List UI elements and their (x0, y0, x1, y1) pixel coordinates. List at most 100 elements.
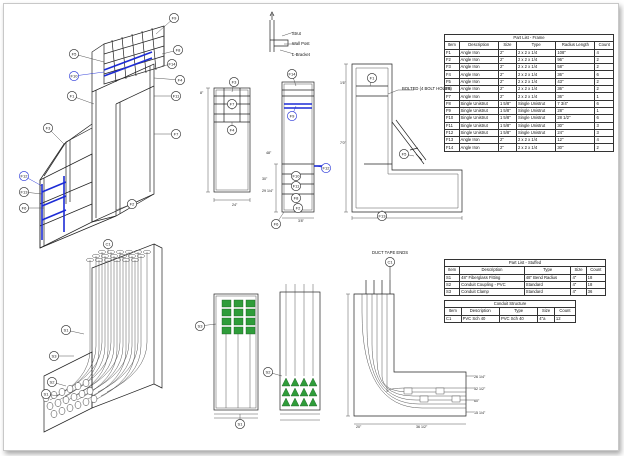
conduit-clamp (419, 395, 429, 403)
balloon-label: F7 (230, 101, 235, 106)
frame-table-header-cell: Item (444, 41, 460, 50)
frame-table-cell: F4 (444, 70, 460, 79)
balloon-label: F13 (21, 189, 29, 194)
conduit-front-end (58, 407, 66, 415)
stuffed-side-dims (346, 293, 474, 425)
frame-table-cell: 6 (594, 99, 614, 108)
frame-table-cell: 1 5/8" (497, 114, 517, 123)
bend-conduit (361, 294, 466, 409)
stuffed-isometric-view (43, 243, 163, 433)
frame-table-cell: 3 (594, 121, 614, 130)
balloon-label: F5 (402, 151, 407, 156)
balloon-circle (195, 321, 205, 331)
balloon-label: S3 (198, 323, 204, 328)
l-bracket-label: L-Bracket (292, 52, 310, 57)
frame-table-cell: 2 x 2 x 1/4 (515, 85, 557, 94)
frame-table-cell: Angle Iron (458, 92, 499, 101)
stuffed-table-cell: Standard (523, 280, 572, 290)
frame-table-cell: F1 (444, 48, 460, 57)
conduit-table-header-cell: Type (498, 307, 539, 316)
strut-label: Strut (292, 31, 301, 36)
frame-table-cell: 2 (594, 143, 614, 152)
frame-table-cell: 28" (555, 106, 596, 116)
frame-table-cell: 4 (594, 48, 614, 57)
balloon-circle (377, 211, 387, 221)
balloon-label: S2 (266, 369, 272, 374)
balloon-label: C1 (387, 259, 393, 264)
balloon-circle (19, 171, 29, 181)
frame-table-cell: 2 x 2 x 1/4 (515, 136, 557, 145)
conduit-end (95, 257, 103, 263)
balloon-circle (271, 219, 281, 229)
dimension-text: 29 1/4" (262, 189, 274, 193)
stuffed-iso-conduits (42, 249, 151, 418)
fitting-green (308, 387, 318, 397)
stuffed-table-cell: 18 (585, 273, 607, 282)
wall-post-label: Wall Post (292, 41, 310, 46)
conduit-table-header-cell: Description (460, 307, 500, 316)
frame-table-cell: Angle Iron (458, 63, 499, 72)
clamp-green (245, 299, 256, 308)
balloon-circle (19, 187, 29, 197)
conduit-end (131, 257, 139, 263)
stuffed-table-cell: 48" Fiberglass Fitting (459, 273, 525, 282)
frame-table-cell: Single Unistrut (515, 121, 557, 130)
balloon-label: F11 (293, 183, 300, 188)
balloon-label: F5 (72, 51, 77, 56)
balloon-label: F11 (173, 93, 180, 98)
balloon-label: F6 (22, 205, 27, 210)
conduit-end (104, 257, 112, 263)
conduit-end (101, 253, 109, 259)
frame-table-cell: F2 (444, 55, 460, 65)
frame-table-cell: F7 (444, 92, 460, 101)
conduit-end (125, 249, 133, 255)
bend-conduit (371, 294, 466, 401)
balloon-label: F8 (176, 47, 181, 52)
conduit-end (86, 257, 94, 263)
frame-table-cell: 2" (497, 136, 517, 145)
conduit-end (134, 249, 142, 255)
frame-table-cell: Angle Iron (458, 77, 499, 87)
frame-table-cell: 2" (497, 63, 517, 72)
fitting-green (299, 397, 309, 407)
frame-table-title: Part List - Frame (444, 33, 614, 43)
frame-table-cell: Angle Iron (458, 143, 499, 152)
stuffed-front-view-2 (279, 291, 321, 421)
fitting-green (299, 387, 309, 397)
stuffed-table-header-cell: Type (523, 266, 572, 275)
clamp-green (233, 326, 244, 335)
dimension-text: 52 1/2" (474, 387, 486, 391)
conduit-front-end (62, 396, 70, 404)
frame-table-cell: 2 x 2 x 1/4 (515, 92, 557, 101)
balloon-circle (43, 123, 53, 133)
stuffed-table-header-cell: Item (443, 266, 461, 275)
balloon-label: S2 (50, 379, 56, 384)
bend-conduit (366, 294, 466, 405)
fitting-green (290, 397, 300, 407)
balloon-circle (287, 111, 297, 121)
frame-table-cell: Single Unistrut (515, 106, 557, 116)
stuffed-table-cell: Conduit Coupling - PVC (459, 280, 525, 290)
clamp-green (245, 308, 256, 317)
dimension-text: 1'6" (340, 81, 347, 85)
balloon-label: F12 (323, 165, 331, 170)
stuffed-table-header-cell: Count (585, 266, 607, 275)
dimension-text: 24" (232, 203, 238, 207)
dimension-text: 15 1/4" (474, 411, 486, 415)
conduit-end (122, 257, 130, 263)
conduit-clamp (435, 387, 445, 395)
frame-table-cell: 2 (594, 63, 614, 72)
balloon-label: F4 (230, 127, 235, 132)
frame-table-cell: F13 (444, 136, 460, 145)
balloon-label: F9 (290, 113, 295, 118)
frame-table-cell: 2 (594, 77, 614, 87)
